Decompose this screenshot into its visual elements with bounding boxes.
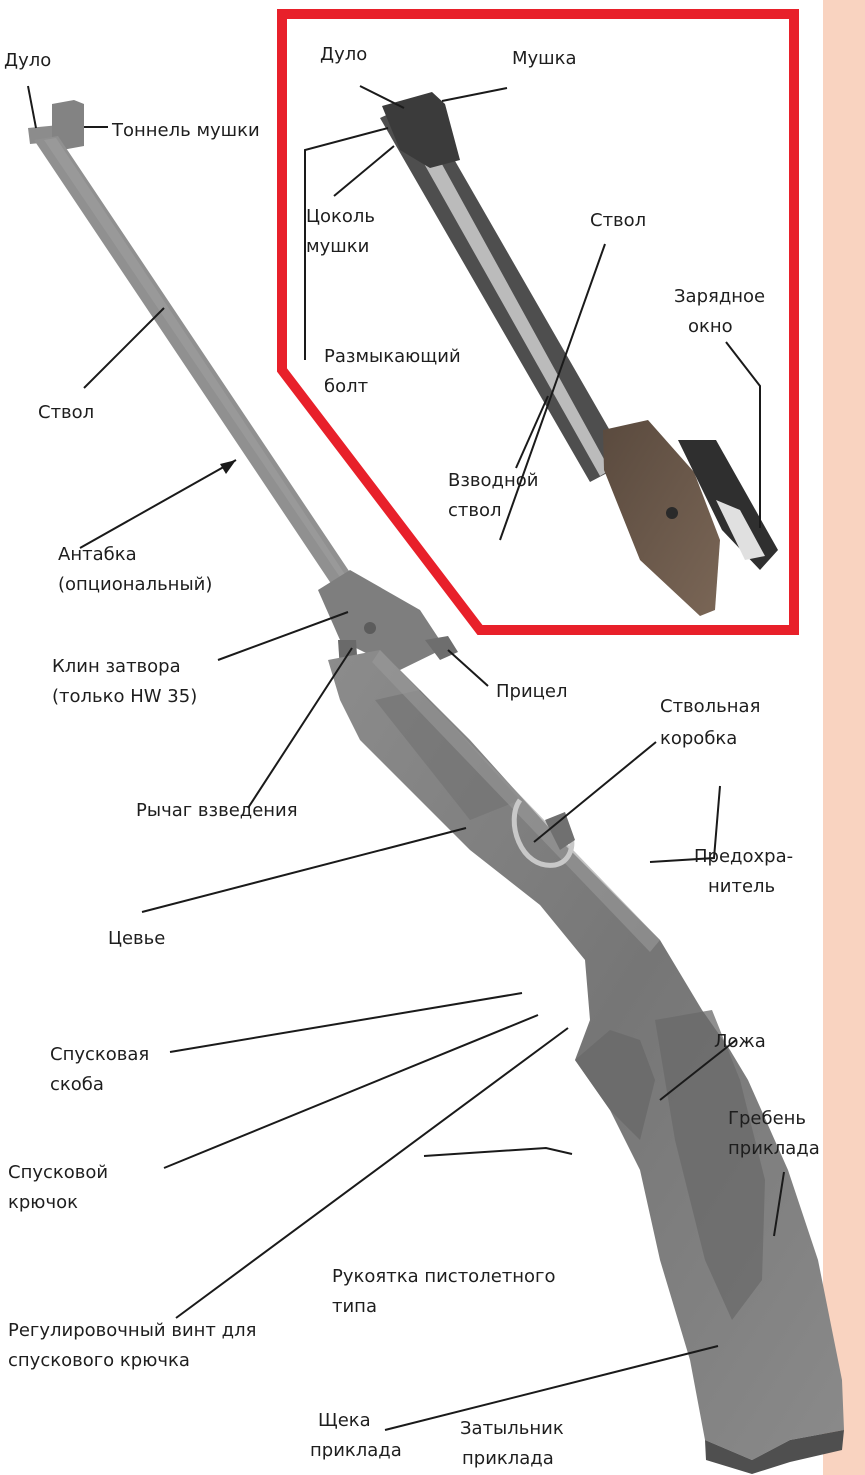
label-trigger: Спусковой крючок bbox=[8, 1162, 114, 1213]
inset-label-barrel: Ствол bbox=[590, 210, 646, 231]
label-barrel: Ствол bbox=[38, 402, 94, 423]
label-cocking-lever: Рычаг взведения bbox=[136, 800, 298, 821]
label-muzzle: Дуло bbox=[4, 50, 51, 71]
label-stock: Ложа bbox=[714, 1031, 766, 1052]
label-butt-plate: Затыльник приклада bbox=[460, 1418, 569, 1469]
label-receiver: Ствольная коробка bbox=[660, 696, 766, 749]
inset-label-release-bolt: Размыкающий болт bbox=[324, 346, 466, 397]
label-safety: Предохра- нитель bbox=[694, 846, 799, 897]
label-sling-swivel: Антабка (опциональный) bbox=[58, 544, 212, 595]
label-forend: Цевье bbox=[108, 928, 165, 949]
label-trigger-guard: Спусковая скоба bbox=[50, 1044, 155, 1095]
inset-label-sight-base: Цоколь мушки bbox=[306, 206, 381, 257]
label-front-sight-tunnel: Тоннель мушки bbox=[111, 120, 260, 141]
label-trigger-screw: Регулировочный винт для спускового крючк… bbox=[8, 1320, 262, 1371]
inset-label-cocking-barrel: Взводной ствол bbox=[448, 470, 544, 521]
inset-label-muzzle: Дуло bbox=[320, 44, 367, 65]
label-breech-wedge: Клин затвора (только HW 35) bbox=[52, 656, 197, 707]
inset-label-loading-port: Зарядное окно bbox=[674, 286, 771, 337]
label-pistol-grip: Рукоятка пистолетного типа bbox=[332, 1266, 561, 1317]
inset-label-front-sight: Мушка bbox=[512, 48, 577, 69]
label-cheek-piece: Щека приклада bbox=[310, 1410, 402, 1461]
label-rear-sight: Прицел bbox=[496, 681, 568, 702]
